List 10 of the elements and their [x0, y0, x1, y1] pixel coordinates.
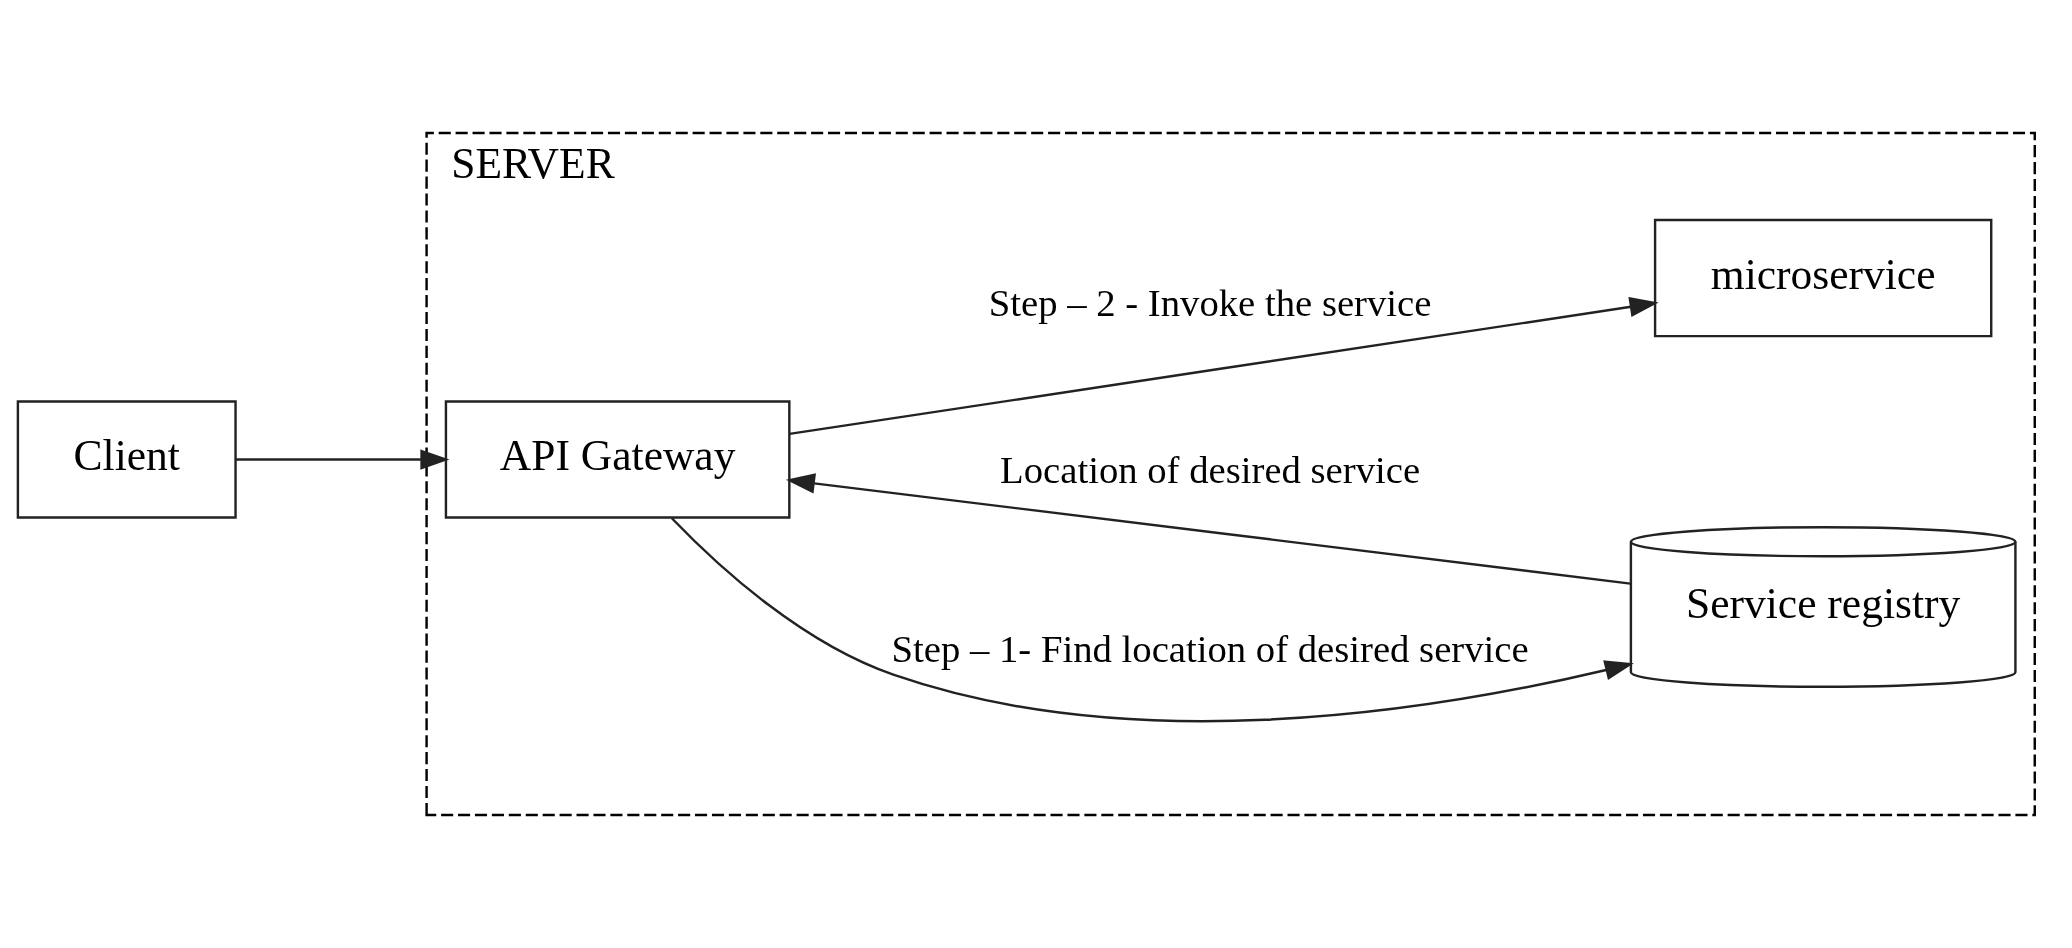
edge-label: Step – 2 - Invoke the service [988, 282, 1432, 325]
node-box: API Gateway [444, 400, 791, 519]
node-box: microservice [1653, 218, 1993, 338]
edge-label: Step – 1- Find location of desired service [891, 628, 1529, 671]
node-box: Client [16, 400, 237, 519]
arrow [785, 473, 1631, 585]
edge-label: Location of desired service [1000, 449, 1421, 492]
arrow [670, 517, 1634, 723]
arrow [789, 296, 1659, 436]
arrow [235, 449, 450, 470]
